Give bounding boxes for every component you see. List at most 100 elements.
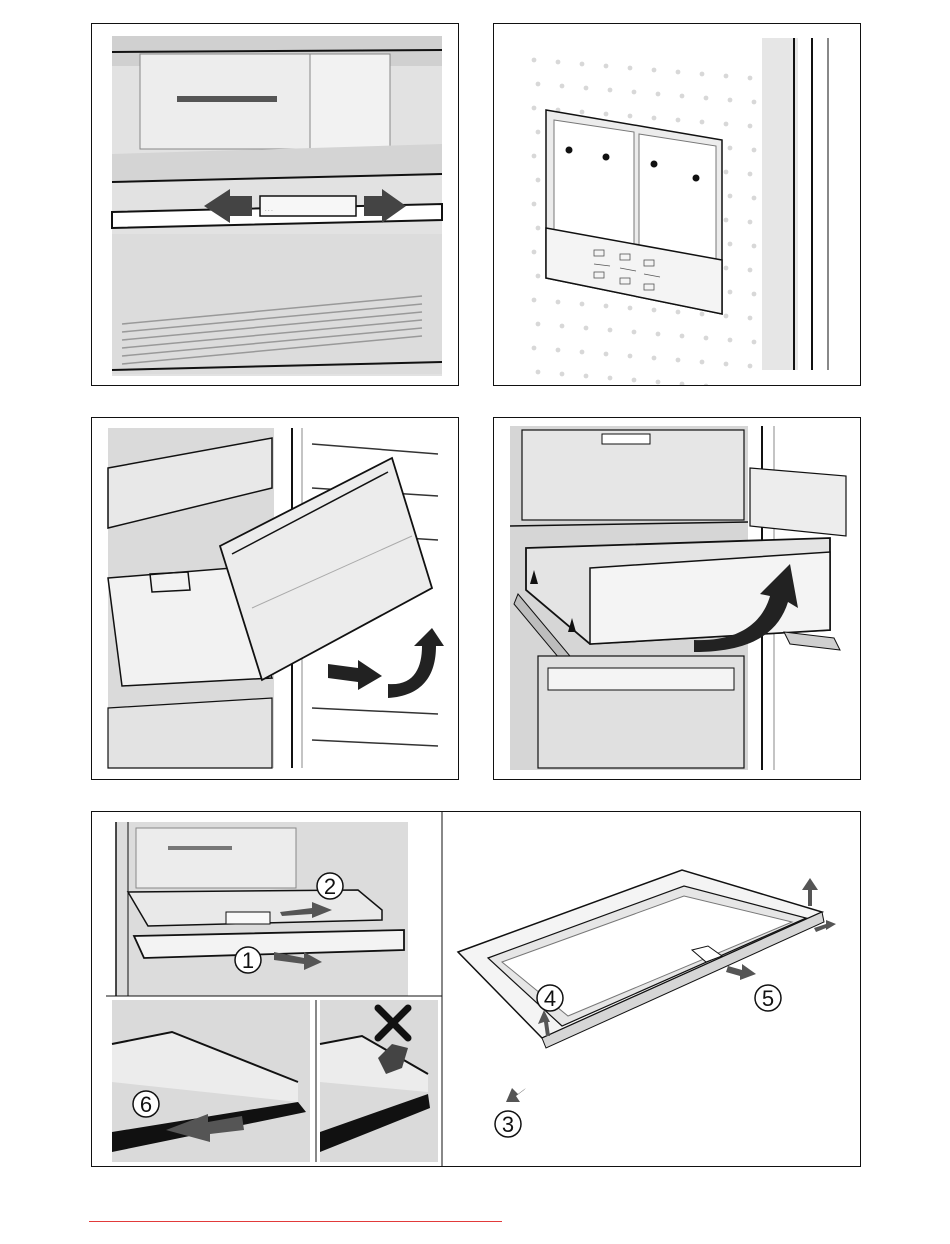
wall-dot <box>536 226 541 231</box>
step-number: 1 <box>242 948 254 973</box>
wall-dot <box>656 92 661 97</box>
wall-dot <box>556 60 561 65</box>
wall-dot <box>676 358 681 363</box>
wall-dot <box>728 194 733 199</box>
wall-dot <box>652 308 657 313</box>
panel-shelf-disassembly: 2 1 6 3 4 5 <box>91 811 861 1167</box>
wall-dot <box>680 94 685 99</box>
wall-dot <box>748 316 753 321</box>
wall-dot <box>580 350 585 355</box>
wall-dot <box>752 292 757 297</box>
wall-dot <box>656 332 661 337</box>
wall-dot <box>748 268 753 273</box>
wall-dot <box>556 300 561 305</box>
wall-dot <box>704 96 709 101</box>
wall-dot <box>584 374 589 379</box>
wall-dot <box>728 98 733 103</box>
wall-dot <box>752 196 757 201</box>
wall-dot <box>724 362 729 367</box>
storage-table-icon <box>494 24 860 385</box>
wall-dot <box>532 298 537 303</box>
wall-dot <box>724 218 729 223</box>
wall-dot <box>728 290 733 295</box>
wall-dot <box>728 146 733 151</box>
wall-dot <box>604 112 609 117</box>
step-number: 3 <box>502 1112 514 1137</box>
panel-drawer-lift <box>493 417 861 780</box>
wall-dot <box>700 360 705 365</box>
wall-dot <box>584 326 589 331</box>
wall-dot <box>536 130 541 135</box>
wall-dot <box>700 120 705 125</box>
wall-dot <box>652 116 657 121</box>
wall-dot <box>608 328 613 333</box>
wall-dot <box>536 274 541 279</box>
wall-dot <box>584 86 589 91</box>
wall-dot <box>536 82 541 87</box>
wall-dot <box>604 304 609 309</box>
wall-dot <box>748 124 753 129</box>
wall-dot <box>724 122 729 127</box>
wall-dot <box>728 338 733 343</box>
wall-dot <box>752 100 757 105</box>
step-number: 6 <box>140 1092 152 1117</box>
wall-dot <box>700 72 705 77</box>
step-number: 4 <box>544 986 556 1011</box>
wall-dot <box>628 306 633 311</box>
shelf-slider-icon: · · · <box>92 24 458 385</box>
wall-dot <box>748 172 753 177</box>
wall-dot <box>580 302 585 307</box>
wall-dot <box>560 84 565 89</box>
wall-dot <box>724 266 729 271</box>
panel-drawer-tilt <box>91 417 459 780</box>
drawer-tilt-icon <box>92 418 458 779</box>
wall-dot <box>628 66 633 71</box>
wall-dot <box>652 356 657 361</box>
wall-dot <box>604 352 609 357</box>
shelf-disassembly-icon: 2 1 6 3 4 5 <box>92 812 860 1166</box>
step-number: 2 <box>324 874 336 899</box>
wall-dot <box>632 378 637 383</box>
wall-dot <box>536 178 541 183</box>
wall-dot <box>724 314 729 319</box>
wall-dot <box>632 90 637 95</box>
wall-dot <box>748 220 753 225</box>
panel-storage-table <box>493 23 861 386</box>
wall-dot <box>632 330 637 335</box>
wall-dot <box>532 58 537 63</box>
wall-dot <box>676 310 681 315</box>
wall-dot <box>532 346 537 351</box>
wall-dot <box>560 372 565 377</box>
wall-dot <box>728 242 733 247</box>
wall-dot <box>532 106 537 111</box>
wall-dot <box>700 312 705 317</box>
wall-dot <box>704 384 709 385</box>
drawer-lift-icon <box>494 418 860 779</box>
wall-dot <box>580 62 585 67</box>
wall-dot <box>676 118 681 123</box>
wall-dot <box>724 170 729 175</box>
wall-dot <box>656 380 661 385</box>
wall-dot <box>556 348 561 353</box>
wall-dot <box>652 68 657 73</box>
wall-dot <box>752 148 757 153</box>
panel-shelf-slider: · · · <box>91 23 459 386</box>
wall-dot <box>608 376 613 381</box>
wall-dot <box>748 76 753 81</box>
wall-dot <box>536 370 541 375</box>
wall-dot <box>628 354 633 359</box>
wall-dot <box>724 74 729 79</box>
wall-dot <box>532 250 537 255</box>
wall-dot <box>676 70 681 75</box>
wall-dot <box>680 334 685 339</box>
wall-dot <box>608 88 613 93</box>
wall-dot <box>580 110 585 115</box>
slider-label: · · · <box>265 208 273 214</box>
wall-dot <box>752 340 757 345</box>
wall-dot <box>628 114 633 119</box>
wall-dot <box>748 364 753 369</box>
wall-dot <box>532 154 537 159</box>
wall-dot <box>604 64 609 69</box>
wall-dot <box>536 322 541 327</box>
wall-dot <box>752 244 757 249</box>
